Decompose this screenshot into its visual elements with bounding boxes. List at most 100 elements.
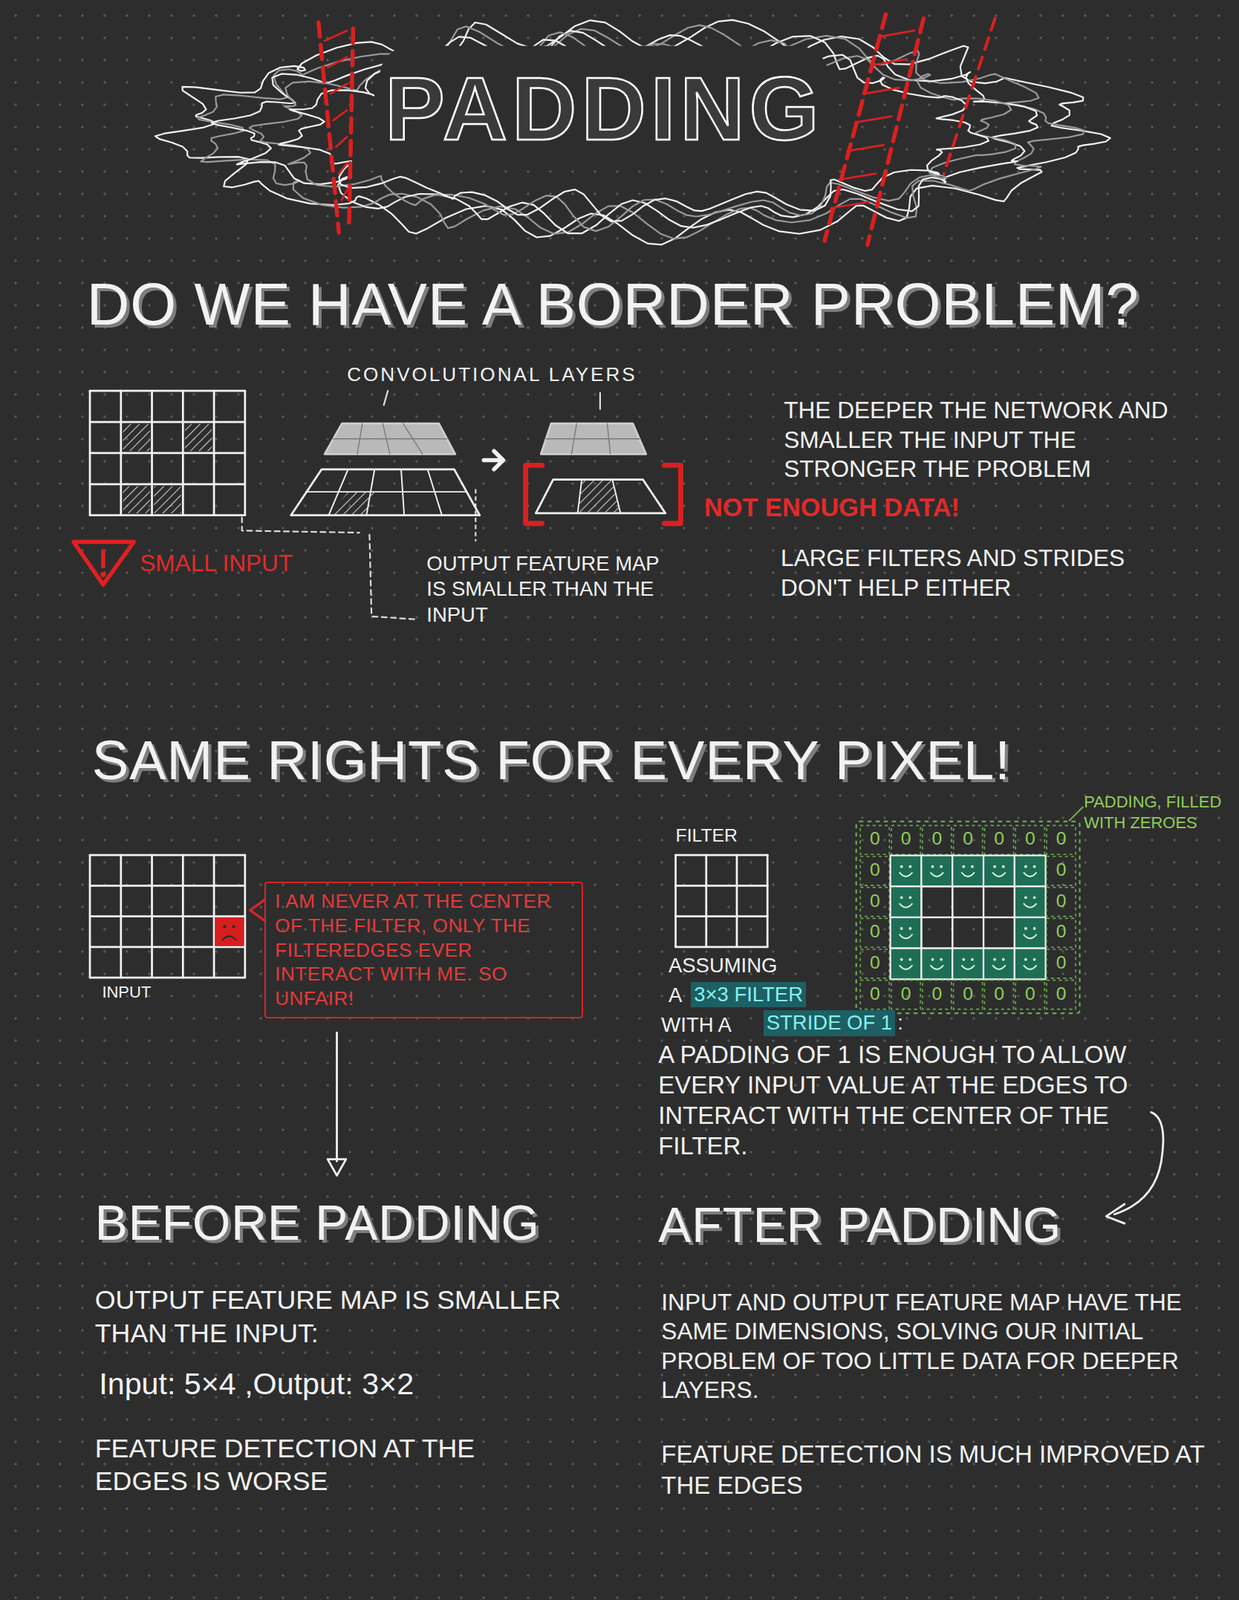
red-hatch <box>338 163 347 174</box>
red-hatch <box>863 87 899 94</box>
input-grid <box>89 945 246 948</box>
edge-cell <box>921 855 953 887</box>
face-mouth <box>899 872 913 877</box>
layer-grid <box>306 490 467 493</box>
face-mouth <box>993 872 1006 877</box>
face-eye <box>1024 895 1028 899</box>
input-grid <box>89 421 246 424</box>
highlight: STRIDE OF 1 <box>763 1010 896 1036</box>
face-eye <box>1024 958 1028 962</box>
note: OUTPUT FEATURE MAP IS SMALLER THAN THE I… <box>95 1283 565 1350</box>
note: WITH A <box>661 1012 732 1038</box>
red-hatch <box>341 190 347 201</box>
zero-value: 0 <box>983 982 1015 1006</box>
leader-line <box>384 390 388 405</box>
input-grid <box>89 854 246 857</box>
heading: BEFORE PADDING <box>95 1192 541 1254</box>
leader-line <box>1069 807 1084 821</box>
center-cell <box>921 886 953 918</box>
zero-value: 0 <box>1045 889 1078 913</box>
edge-cell <box>1014 948 1046 980</box>
red-dashed-line <box>318 22 339 233</box>
face-mouth <box>961 965 975 970</box>
layer-grid <box>332 438 448 439</box>
filter-grid <box>674 854 677 948</box>
annotation: PADDING, FILLED WITH ZEROES <box>1083 791 1227 833</box>
face-eye <box>900 865 904 869</box>
dimensions: Input: 5×4 ,Output: 3×2 <box>98 1365 414 1404</box>
edge-cell <box>983 855 1015 887</box>
face-eye <box>1033 865 1037 869</box>
red-dashed-line <box>944 18 996 174</box>
edge-cell <box>1014 886 1046 918</box>
annotation: FILTER <box>675 824 738 848</box>
note: THE DEEPER THE NETWORK AND SMALLER THE I… <box>783 395 1188 484</box>
face-mouth <box>1023 965 1037 970</box>
red-hatch <box>846 144 884 151</box>
filter-grid <box>675 854 769 857</box>
red-bracket <box>664 464 681 523</box>
red-bracket <box>525 464 543 523</box>
face-eye <box>931 865 935 869</box>
face-eye <box>1033 927 1037 930</box>
zero-value: 0 <box>1014 982 1046 1006</box>
edge-cell <box>983 948 1015 980</box>
input-grid <box>89 976 246 980</box>
note: FEATURE DETECTION AT THE EDGES IS WORSE <box>95 1432 565 1499</box>
annotation: OUTPUT FEATURE MAP IS SMALLER THAN THE I… <box>426 551 677 628</box>
layer-grid <box>545 438 640 439</box>
note: FEATURE DETECTION IS MUCH IMPROVED AT TH… <box>661 1438 1213 1500</box>
edge-cell <box>952 948 984 980</box>
warning-dot <box>100 571 106 578</box>
padding-outline <box>856 821 1081 1014</box>
bubble-text: I AM NEVER AT THE CENTER OF THE FILTER, … <box>274 889 572 1011</box>
zero-value: 0 <box>859 951 891 975</box>
edge-cell <box>890 855 922 887</box>
face-eye <box>900 958 904 962</box>
face-eye <box>222 924 226 928</box>
red-hatch <box>830 202 869 208</box>
arrow-head <box>327 1159 347 1176</box>
annotation: INPUT <box>101 981 151 1003</box>
filter-grid <box>675 915 769 918</box>
face-eye <box>993 865 997 869</box>
input-grid <box>89 389 246 393</box>
input-grid <box>89 452 246 455</box>
wave-contour <box>249 31 1016 232</box>
wave-contour <box>197 25 1085 240</box>
zero-value: 0 <box>859 982 891 1006</box>
zero-value: 0 <box>859 889 891 913</box>
face-eye <box>970 865 974 869</box>
note: INPUT AND OUTPUT FEATURE MAP HAVE THE SA… <box>661 1288 1218 1406</box>
edge-cell <box>890 948 922 980</box>
arrow <box>1114 1111 1164 1214</box>
highlight: 3×3 FILTER <box>690 981 806 1008</box>
input-grid <box>89 884 246 887</box>
note: ASSUMING <box>668 953 778 979</box>
hatched-cell <box>184 424 212 451</box>
zero-value: 0 <box>1014 827 1046 851</box>
input-grid <box>89 482 246 486</box>
zero-value: 0 <box>1045 982 1078 1006</box>
face-eye <box>232 924 236 928</box>
face-eye <box>908 958 912 962</box>
face-eye <box>1024 927 1028 930</box>
zero-value: 0 <box>890 982 922 1006</box>
layer-plane <box>291 469 480 516</box>
arrow <box>335 1032 338 1162</box>
face-mouth <box>1023 903 1037 908</box>
edge-cell <box>890 917 922 949</box>
note: A <box>668 982 682 1008</box>
face-eye <box>939 958 943 962</box>
face-mouth <box>899 965 913 970</box>
face-eye <box>961 958 965 962</box>
hatched-cell <box>123 486 151 514</box>
red-hatch <box>327 57 347 68</box>
red-hatch <box>879 30 915 37</box>
face-eye <box>993 958 997 962</box>
face-mouth <box>899 903 913 908</box>
face-eye <box>931 958 935 962</box>
filter-grid <box>766 854 769 948</box>
face-eye <box>939 865 943 869</box>
